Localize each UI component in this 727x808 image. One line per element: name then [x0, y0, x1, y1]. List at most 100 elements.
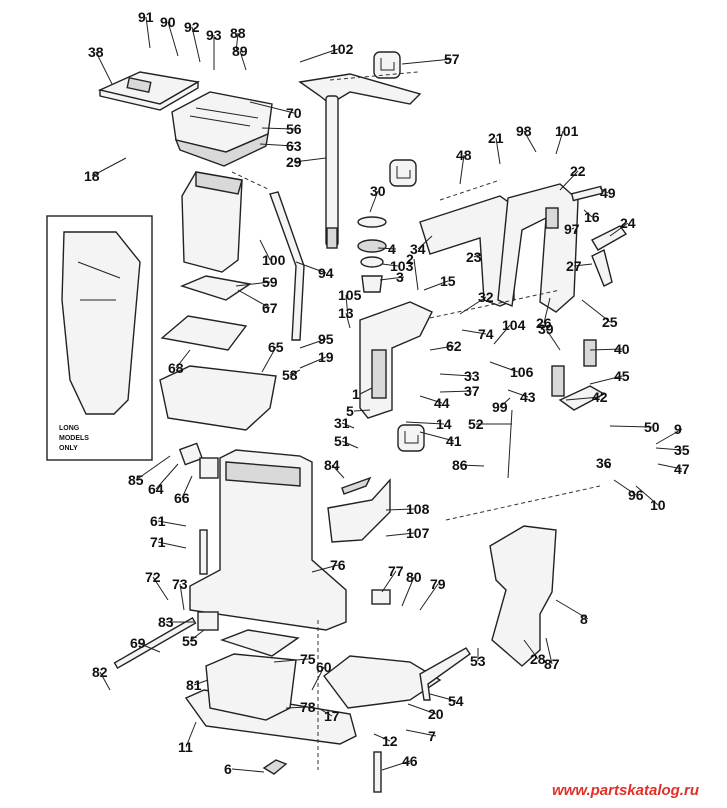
lever-27 [591, 248, 613, 287]
callout-leader [95, 51, 113, 85]
callout-leader [589, 375, 623, 385]
callout-leader [369, 190, 379, 213]
callout-leader [175, 349, 191, 369]
callout-leader [157, 541, 187, 549]
callout-leader [299, 48, 339, 63]
callout-leader [189, 629, 205, 642]
callout-leader [565, 396, 601, 401]
callout-number: 97 [564, 221, 580, 237]
callout-leader [385, 532, 415, 537]
callout-leader [237, 289, 271, 309]
callout-leader [429, 345, 455, 351]
callout-number: 55 [182, 633, 198, 649]
clip-30 [389, 159, 417, 187]
callout-leader [235, 281, 271, 287]
callout-number: 20 [428, 706, 444, 722]
clamp-bracket-23 [419, 195, 515, 307]
callout-leader [295, 261, 327, 274]
housing-65 [159, 365, 277, 431]
callout-number: 108 [406, 501, 430, 517]
callout-leader [317, 707, 333, 717]
cover-64 [327, 478, 391, 543]
callout-leader [239, 50, 247, 71]
callout-leader [235, 32, 239, 53]
callout-leader [231, 768, 265, 773]
block-71 [371, 589, 391, 605]
callout-number: 57 [444, 51, 460, 67]
callout-number: 1 [352, 386, 360, 402]
callout-leader [137, 642, 161, 653]
callout-leader [493, 324, 511, 345]
callout-leader [555, 130, 564, 155]
callout-leader [523, 130, 537, 153]
callout-number: 32 [478, 289, 494, 305]
callout-number: 48 [456, 147, 472, 163]
callout-number: 84 [324, 457, 340, 473]
callout-number: 83 [158, 614, 174, 630]
callout-number: 65 [268, 339, 284, 355]
callout-leader [179, 583, 185, 611]
washer-10 [341, 476, 372, 495]
exhaust-tube [181, 171, 243, 273]
callout-leader [459, 464, 485, 467]
callout-number: 96 [628, 487, 644, 503]
callout-leader [417, 235, 433, 250]
callout-number: 40 [614, 341, 630, 357]
callout-leader [655, 428, 683, 445]
callout-number: 53 [470, 653, 486, 669]
callout-number: 87 [544, 656, 560, 672]
callout-number: 78 [300, 699, 316, 715]
callout-number: 63 [286, 138, 302, 154]
callout-leader [413, 258, 419, 291]
callout-leader [261, 346, 277, 373]
callout-number: 77 [388, 563, 404, 579]
callout-leader [155, 463, 179, 490]
callout-leader [583, 209, 593, 218]
callout-number: 43 [520, 389, 536, 405]
callout-leader [459, 154, 465, 185]
callout-number: 33 [464, 368, 480, 384]
callout-leader [261, 127, 295, 130]
callout-number: 73 [172, 576, 188, 592]
callout-leader [359, 387, 373, 395]
callout-number: 62 [446, 338, 462, 354]
callout-number: 35 [674, 442, 690, 458]
callout-leader [289, 369, 301, 376]
callout-number: 107 [406, 525, 430, 541]
callout-leader [543, 297, 551, 324]
callout-leader [609, 425, 653, 428]
callout-leader [135, 455, 171, 481]
callout-number: 98 [516, 123, 532, 139]
callout-number: 49 [600, 185, 616, 201]
bolt-97 [570, 185, 604, 202]
callout-leader [407, 703, 437, 715]
callout-leader [91, 157, 127, 177]
callout-leader [573, 263, 593, 267]
callout-number: 3 [396, 269, 404, 285]
callout-number: 28 [530, 651, 546, 667]
callout-number: 36 [596, 455, 612, 471]
callout-number: 31 [334, 415, 350, 431]
callout-leader [545, 328, 561, 351]
callout-leader [381, 760, 411, 771]
clamp-bracket-right [497, 183, 579, 313]
water-tube [269, 191, 305, 341]
callout-leader [385, 508, 415, 511]
part-11 [262, 759, 288, 775]
bracket-28 [489, 525, 557, 667]
callout-number: 27 [566, 258, 582, 274]
lever-24 [591, 225, 628, 251]
inset-note-line2: MODELS [59, 435, 89, 442]
callout-leader [185, 721, 197, 748]
shaft-55 [113, 616, 197, 670]
callout-number: 23 [466, 249, 482, 265]
plate-60 [205, 653, 297, 721]
callout-leader [603, 462, 611, 469]
callout-number: 82 [92, 664, 108, 680]
callout-number: 34 [410, 241, 426, 257]
callout-leader [545, 637, 553, 665]
clip-57 [373, 51, 401, 79]
callout-number: 92 [184, 19, 200, 35]
callout-leader [613, 479, 637, 496]
